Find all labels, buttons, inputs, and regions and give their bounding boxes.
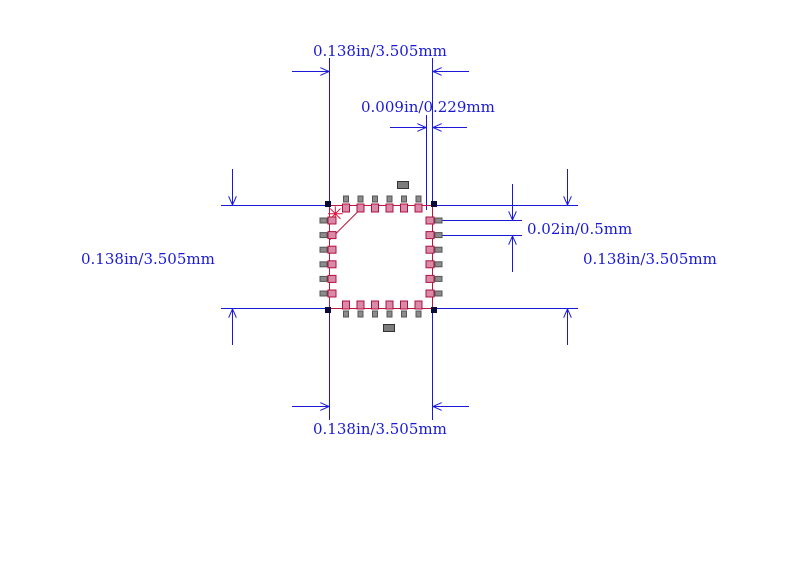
- orientation-block-top: [397, 181, 409, 189]
- corner-mark-bl: [325, 307, 331, 313]
- pad-bottom-3: [371, 300, 379, 310]
- lead-left-2: [319, 232, 328, 239]
- lead-top-1: [343, 195, 349, 203]
- pad-right-3: [425, 245, 435, 254]
- lead-bottom-1: [343, 310, 349, 318]
- pad-top-3: [371, 203, 379, 213]
- pad-bottom-4: [385, 300, 394, 310]
- pad-left-1: [327, 216, 337, 225]
- pad-bottom-1: [342, 300, 350, 310]
- pad-top-4: [385, 203, 394, 213]
- lead-bottom-3: [372, 310, 378, 318]
- dim-label-pad-width: 0.009in/0.229mm: [361, 98, 495, 116]
- lead-left-3: [319, 246, 328, 253]
- lead-right-4: [434, 261, 443, 268]
- lead-left-6: [319, 290, 328, 297]
- lead-top-4: [386, 195, 393, 203]
- pad-top-2: [356, 203, 365, 213]
- lead-right-2: [434, 232, 443, 239]
- dim-label-bottom-width: 0.138in/3.505mm: [313, 420, 447, 438]
- lead-top-2: [357, 195, 364, 203]
- lead-right-3: [434, 246, 443, 253]
- lead-bottom-2: [357, 310, 364, 318]
- dim-label-top-width: 0.138in/3.505mm: [313, 42, 447, 60]
- lead-bottom-5: [401, 310, 407, 318]
- lead-left-4: [319, 261, 328, 268]
- pad-bottom-2: [356, 300, 365, 310]
- pad-left-3: [327, 245, 337, 254]
- corner-mark-tr: [431, 201, 437, 207]
- pad-right-6: [425, 289, 435, 298]
- lead-left-5: [319, 275, 328, 282]
- package: ✳: [319, 181, 443, 332]
- dim-label-left-height: 0.138in/3.505mm: [81, 250, 215, 268]
- lead-left-1: [319, 217, 328, 224]
- pad-bottom-6: [414, 300, 423, 310]
- pad-left-2: [327, 231, 337, 240]
- pad-right-2: [425, 231, 435, 240]
- pad-left-5: [327, 274, 337, 283]
- corner-mark-br: [431, 307, 437, 313]
- lead-right-1: [434, 217, 443, 224]
- pad-left-6: [327, 289, 337, 298]
- orientation-block-bottom: [383, 324, 395, 332]
- dim-label-pitch: 0.02in/0.5mm: [527, 220, 632, 238]
- pad-top-1: [342, 203, 350, 213]
- dim-label-right-height: 0.138in/3.505mm: [583, 250, 717, 268]
- dimension-labels: 0.138in/3.505mm 0.009in/0.229mm 0.138in/…: [81, 42, 717, 438]
- dimension-arrows: [233, 72, 568, 407]
- pad-top-5: [400, 203, 408, 213]
- pad-top-6: [414, 203, 423, 213]
- pad-right-4: [425, 260, 435, 269]
- lead-right-5: [434, 275, 443, 282]
- pad-right-1: [425, 216, 435, 225]
- pad-right-5: [425, 274, 435, 283]
- lead-right-6: [434, 290, 443, 297]
- corner-marks: [325, 201, 437, 313]
- corner-mark-tl: [325, 201, 331, 207]
- lead-bottom-4: [386, 310, 393, 318]
- pad-left-4: [327, 260, 337, 269]
- lead-bottom-6: [415, 310, 422, 318]
- lead-top-3: [372, 195, 378, 203]
- pad-bottom-5: [400, 300, 408, 310]
- pins-group: [319, 195, 443, 318]
- lead-top-5: [401, 195, 407, 203]
- package-body-outline: [329, 205, 433, 309]
- lead-top-6: [415, 195, 422, 203]
